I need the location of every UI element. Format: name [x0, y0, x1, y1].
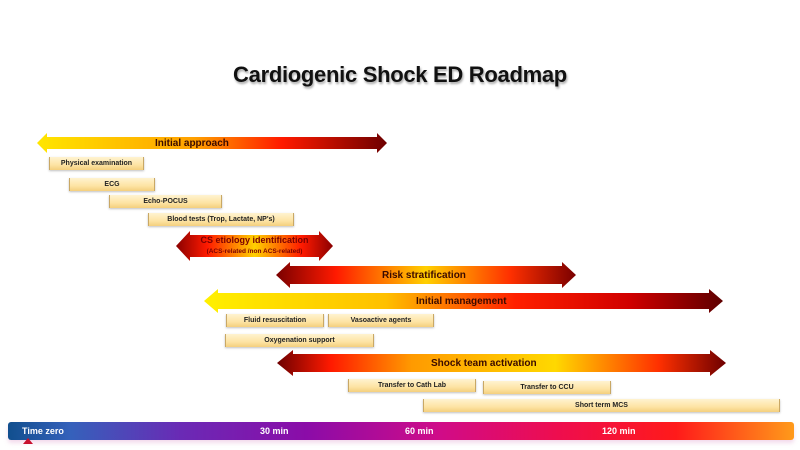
double-arrow-icon — [276, 262, 576, 288]
box-ecg: ECG — [69, 178, 155, 191]
arrow-initial-approach: Initial approach — [37, 133, 387, 153]
box-blood-tests: Blood tests (Trop, Lactate, NP's) — [148, 213, 294, 226]
arrow-label: Shock team activation — [431, 357, 537, 369]
tick-120-min: 120 min — [602, 426, 636, 436]
box-physical-exam: Physical examination — [49, 157, 144, 170]
arrow-label: Initial management — [416, 295, 507, 307]
time-zero-marker-icon — [23, 438, 33, 444]
arrow-initial-management: Initial management — [204, 289, 723, 313]
box-ccu: Transfer to CCU — [483, 381, 611, 394]
page-title: Cardiogenic Shock ED Roadmap — [233, 62, 567, 87]
box-mcs: Short term MCS — [423, 399, 780, 412]
box-cath-lab: Transfer to Cath Lab — [348, 379, 476, 392]
double-arrow-icon — [37, 133, 387, 153]
arrow-shock-team: Shock team activation — [277, 350, 726, 376]
tick-60-min: 60 min — [405, 426, 434, 436]
arrow-label: CS etiology identification — [200, 235, 309, 245]
arrow-cs-etiology: CS etiology identification (ACS-related … — [176, 231, 333, 261]
arrow-sublabel: (ACS-related /non ACS-related) — [206, 248, 303, 255]
arrow-label-group: CS etiology identification (ACS-related … — [176, 231, 333, 261]
double-arrow-icon — [176, 231, 333, 261]
box-vasoactive: Vasoactive agents — [328, 314, 434, 327]
box-echo: Echo-POCUS — [109, 195, 222, 208]
box-oxygenation: Oxygenation support — [225, 334, 374, 347]
double-arrow-icon — [277, 350, 726, 376]
arrow-label: Risk stratification — [382, 269, 466, 281]
tick-30-min: 30 min — [260, 426, 289, 436]
arrow-risk-stratification: Risk stratification — [276, 262, 576, 288]
box-fluid: Fluid resuscitation — [226, 314, 324, 327]
timeline-bar: Time zero 30 min 60 min 120 min — [8, 422, 794, 440]
double-arrow-icon — [204, 289, 723, 313]
tick-time-zero: Time zero — [22, 426, 64, 436]
arrow-label: Initial approach — [155, 137, 229, 149]
